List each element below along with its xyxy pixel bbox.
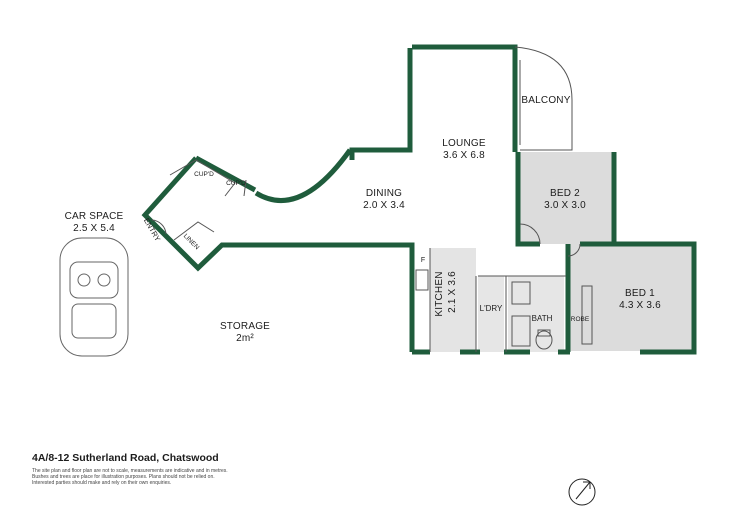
linen-name: LINEN: [182, 233, 201, 252]
dining-dims: 2.0 X 3.4: [363, 200, 405, 211]
kitchen-name: KITCHEN: [434, 271, 445, 316]
bed2-dims: 3.0 X 3.0: [544, 200, 586, 211]
car-space-dims: 2.5 X 5.4: [73, 223, 115, 234]
dining-curve: [254, 148, 353, 203]
car-icon: [59, 237, 129, 357]
cupd1-name: CUP'D: [194, 171, 214, 178]
bed1-fill: [568, 244, 694, 351]
car-space-name: CAR SPACE: [65, 211, 124, 222]
laundry-fill: [478, 276, 504, 352]
interior-lines: [151, 46, 593, 352]
bed1-name: BED 1: [625, 288, 655, 299]
cupd2-name: CUP'D: [226, 180, 246, 187]
lounge-dims: 3.6 X 6.8: [443, 150, 485, 161]
footer: 4A/8-12 Sutherland Road, Chatswood The s…: [32, 452, 452, 487]
disclaimer-line-3: Interested parties should make and rely …: [32, 480, 172, 487]
balcony-name: BALCONY: [521, 95, 570, 106]
bath-name: BATH: [532, 314, 553, 323]
bed1-dims: 4.3 X 3.6: [619, 300, 661, 311]
bed2-name: BED 2: [550, 188, 580, 199]
disclaimer-line-2: Bushes and trees are place for illustrat…: [32, 474, 215, 481]
disclaimer-line-1: The site plan and floor plan are not to …: [32, 468, 228, 474]
dining-name: DINING: [366, 188, 402, 199]
north-arrow-icon: [568, 478, 596, 506]
lounge-name: LOUNGE: [442, 138, 486, 149]
kitchen-dims: 2.1 X 3.6: [447, 271, 458, 313]
kitchen-fill: [430, 248, 476, 352]
storage-name: STORAGE: [220, 321, 270, 332]
robe-name: ROBE: [571, 316, 590, 323]
bed2-fill: [518, 152, 614, 244]
fridge-name: F: [421, 257, 425, 264]
storage-dims: 2m²: [236, 333, 254, 344]
address: 4A/8-12 Sutherland Road, Chatswood: [32, 452, 219, 464]
laundry-name: L'DRY: [480, 304, 503, 313]
